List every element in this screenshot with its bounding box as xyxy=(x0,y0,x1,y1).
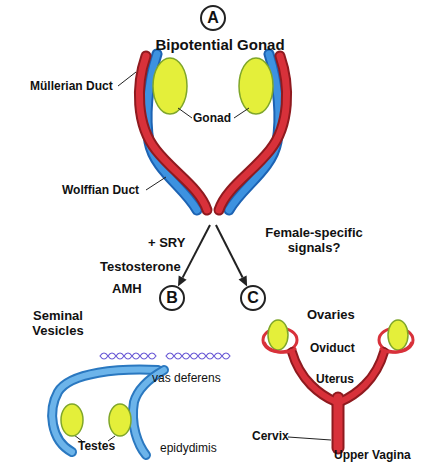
stage-arrow xyxy=(178,225,210,286)
leader-lines xyxy=(74,72,331,441)
part-label: Cervix xyxy=(252,430,289,444)
mullerian-duct-outline xyxy=(139,56,207,210)
part-label: Oviduct xyxy=(310,342,355,356)
arrow-shaft xyxy=(183,225,210,278)
oviduct-coil xyxy=(264,342,296,352)
ovary xyxy=(268,320,288,350)
uterus-outline xyxy=(332,398,345,448)
leader-line xyxy=(118,72,136,86)
leader-line xyxy=(288,437,331,440)
stage-circle: C xyxy=(240,285,266,311)
part-label: Ovaries xyxy=(307,308,355,323)
testis xyxy=(61,404,83,436)
signal-label: AMH xyxy=(112,282,142,297)
signal-label: + SRY xyxy=(148,236,185,251)
leader-line xyxy=(146,177,166,190)
part-label: Gonad xyxy=(193,112,231,126)
signal-label: Testosterone xyxy=(100,260,181,275)
oviduct-coil xyxy=(380,342,412,352)
leader-line xyxy=(178,108,192,118)
part-label: Müllerian Duct xyxy=(30,80,113,94)
bipotential-ducts xyxy=(139,54,286,210)
part-label: Wolffian Duct xyxy=(62,184,139,198)
stage-letter: C xyxy=(242,287,264,309)
stage-letter: A xyxy=(200,5,226,31)
mullerian-duct xyxy=(219,56,287,210)
arrow-head xyxy=(239,275,248,286)
stage-arrow xyxy=(216,225,247,286)
male-ducts xyxy=(52,370,164,455)
ovary xyxy=(388,320,408,350)
arrow-shaft xyxy=(216,225,243,277)
part-label: Uterus xyxy=(316,373,354,387)
part-label: Upper Vagina xyxy=(334,449,411,463)
uterus xyxy=(334,398,343,448)
part-label: vas deferens xyxy=(152,372,221,386)
mullerian-duct-outline xyxy=(219,56,287,210)
gonad xyxy=(239,58,273,114)
stage-heading: Bipotential Gonad xyxy=(85,36,355,53)
leader-line xyxy=(234,108,249,118)
seminal-vesicle xyxy=(100,353,156,359)
part-label: Seminal Vesicles xyxy=(16,309,100,339)
seminal-vesicle xyxy=(166,353,230,359)
mullerian-duct xyxy=(139,56,207,210)
stage-circle: B xyxy=(159,285,185,311)
part-label: epidydimis xyxy=(160,442,217,456)
stage-letter: B xyxy=(161,287,183,309)
arrow-head xyxy=(178,276,187,287)
signal-label: Female-specific signals? xyxy=(258,226,370,256)
testis xyxy=(109,404,131,436)
gonad xyxy=(153,58,187,114)
part-label: Testes xyxy=(78,440,115,454)
